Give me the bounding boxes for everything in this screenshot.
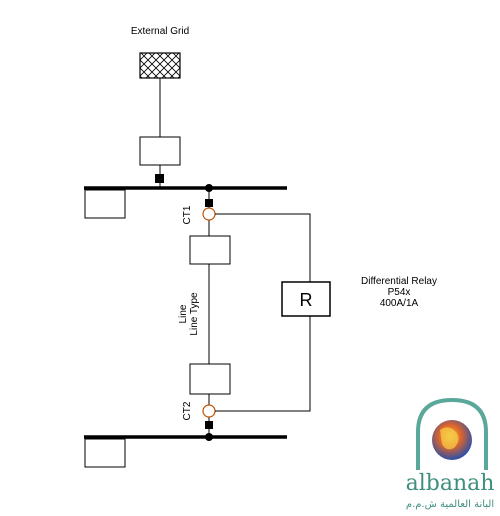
line-top-breaker-box (189, 235, 231, 265)
ct2-switch-node (205, 421, 213, 429)
logo-wordmark: albanah (406, 471, 495, 496)
relay-ratio: 400A/1A (380, 298, 419, 309)
albanah-logo: albanah البانة العالمية ش.م.م (406, 397, 495, 510)
line-bottom-breaker-box (189, 363, 231, 395)
external-grid-label: External Grid (131, 26, 189, 37)
relay-model: P54x (388, 287, 411, 298)
ct1-symbol (202, 207, 216, 221)
ct1-label: CT1 (182, 205, 193, 224)
line-type-label: Line Type (189, 292, 200, 336)
top-busbar-box (84, 189, 126, 219)
bottom-busbar-node (205, 433, 213, 441)
external-grid-symbol (139, 52, 181, 79)
bottom-busbar-box (84, 438, 126, 468)
ct1-switch-node (205, 199, 213, 207)
grid-breaker-box (139, 136, 181, 166)
logo-globe-highlight (440, 427, 459, 450)
logo-arabic-name: البانة العالمية ش.م.م (406, 499, 494, 510)
ct2-relay-wire (215, 316, 311, 412)
ct1-relay-wire (215, 213, 311, 282)
ct2-label: CT2 (182, 401, 193, 420)
relay-box (281, 281, 331, 317)
grid-switch-node (155, 174, 164, 183)
ct2-symbol (202, 404, 216, 418)
logo-arch (416, 397, 488, 470)
relay-title: Differential Relay (361, 276, 437, 287)
relay-symbol: R (300, 290, 313, 310)
line-label: Line (178, 304, 189, 323)
